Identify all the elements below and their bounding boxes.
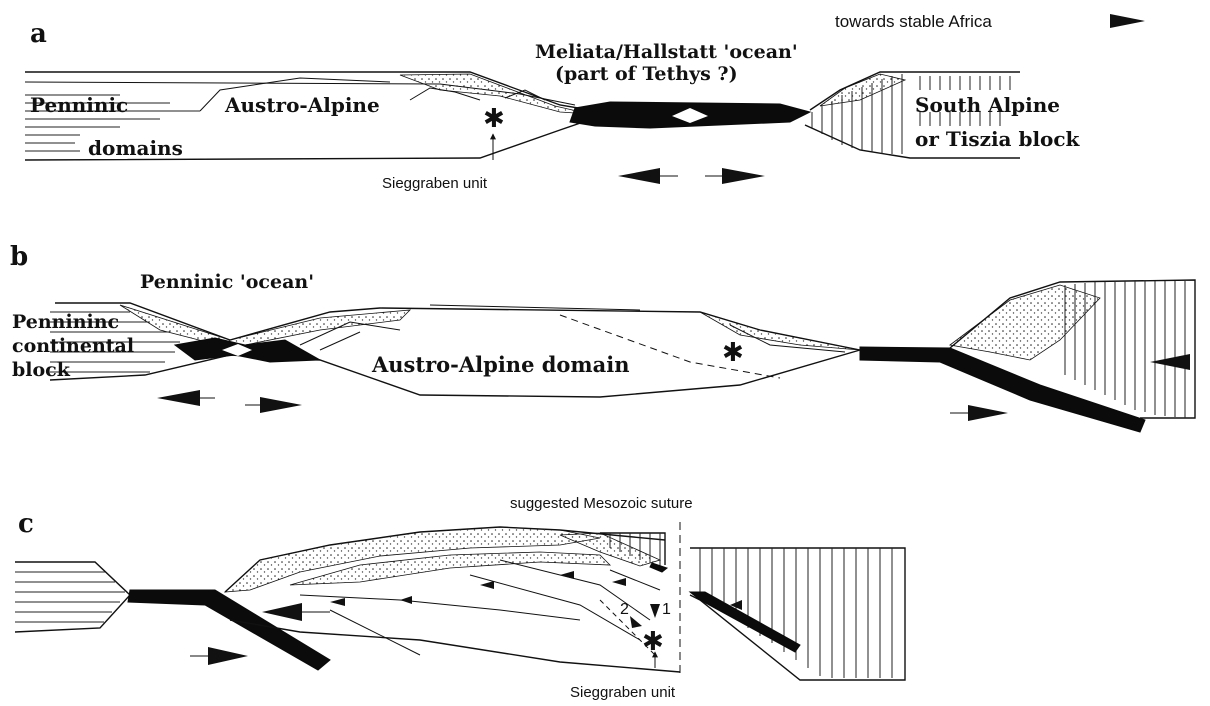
penninic-line1: Penninic (30, 93, 128, 117)
panel-c-letter: c (18, 509, 34, 539)
block-line1: Pennininc (12, 311, 119, 333)
marker-1: 1 (662, 601, 671, 618)
diverge-left-arrow-icon (618, 168, 660, 184)
panel-c-right-block (690, 548, 905, 680)
sieggraben-star-icon: ✱ (483, 103, 505, 133)
panel-a-letter: a (30, 19, 47, 49)
sieggraben-star-b-icon: ✱ (722, 337, 744, 367)
subducting-slab (860, 347, 1145, 432)
austroalpine-domain-label: Austro-Alpine domain (371, 352, 630, 377)
suture-label: suggested Mesozoic suture (510, 495, 693, 512)
panel-c: c suggested Mesozoic suture (15, 495, 905, 701)
africa-arrow-icon (1110, 14, 1145, 28)
ocean-title-line2: (part of Tethys ?) (555, 63, 738, 85)
diverge-right-arrow-icon (722, 168, 765, 184)
panel-a: a towards stable Africa (25, 12, 1145, 192)
panel-c-left-hatching (15, 572, 125, 622)
panel-b: b Penninic 'ocean' (10, 242, 1195, 432)
block-line2: continental (12, 335, 134, 357)
sieggraben-label-a: Sieggraben unit (382, 175, 488, 192)
penninic-ocean-label: Penninic 'ocean' (140, 271, 314, 293)
marker-2: 2 (620, 601, 629, 618)
sieggraben-star-c-icon: ✱ (642, 626, 664, 656)
direction-note: towards stable Africa (835, 12, 992, 31)
south-alpine-line2: or Tiszia block (915, 127, 1081, 151)
block-line3: block (12, 359, 71, 381)
panel-b-letter: b (10, 242, 28, 272)
panel-b-sediment-right (950, 285, 1100, 360)
c-thrust-left-arrow-icon (262, 603, 302, 621)
austroalpine-label: Austro-Alpine (224, 93, 380, 117)
ocean-title-line1: Meliata/Hallstatt 'ocean' (535, 41, 798, 63)
south-alpine-line1: South Alpine (915, 93, 1060, 117)
penninic-line2: domains (88, 136, 183, 160)
sieggraben-label-c: Sieggraben unit (570, 684, 676, 701)
convergence-left-arrow-icon (1150, 354, 1190, 370)
b-diverge-left-arrow-icon (157, 390, 200, 406)
